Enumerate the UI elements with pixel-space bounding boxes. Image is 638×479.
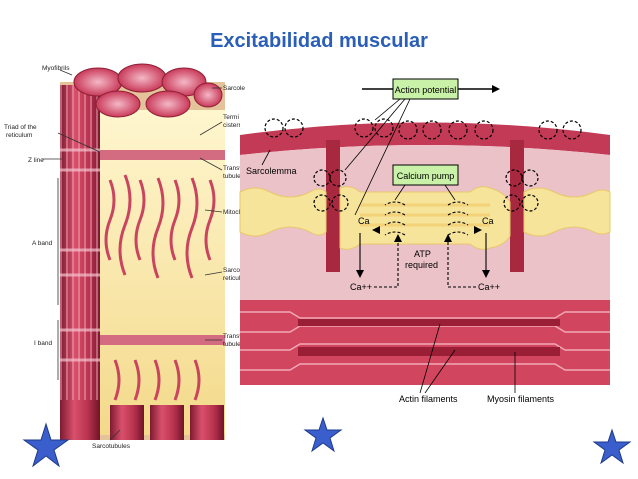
transverse-tubule-band xyxy=(100,335,225,345)
label-ttubule2-line2: tubule xyxy=(223,341,241,348)
star-icon xyxy=(22,422,70,468)
label-myosin-filaments: Myosin filaments xyxy=(487,394,555,404)
myosin-filament xyxy=(298,347,560,356)
label-action-potential: Action potential xyxy=(395,85,457,95)
action-potential-loops xyxy=(264,118,582,212)
label-atp: ATP xyxy=(414,249,431,259)
right-leader-lines xyxy=(199,87,223,341)
label-ca-left: Ca xyxy=(358,216,370,226)
label-a-band: A band xyxy=(32,240,53,247)
label-sarcolemma: Sarcolemma xyxy=(246,166,297,176)
label-ca-plus-right: Ca++ xyxy=(478,282,500,292)
label-calcium-pump: Calcium pump xyxy=(397,171,455,181)
label-atp-required: required xyxy=(405,260,438,270)
muscle-fiber-illustration xyxy=(60,63,225,440)
actin-filament xyxy=(298,319,560,326)
label-mitochondria: Mitoch xyxy=(223,209,243,216)
label-sarcolemma-partial: Sarcole xyxy=(223,85,245,92)
pump-arrows xyxy=(384,201,469,236)
star-icon xyxy=(303,416,343,453)
action-potential-indicator: Action potential xyxy=(344,78,500,216)
t-tubule-right xyxy=(510,140,524,272)
label-sarcotubules: Sarcotubules xyxy=(92,443,131,450)
calcium-pump-indicator: Calcium pump xyxy=(392,164,459,201)
label-sarcoplasmic-line1: Sarcop xyxy=(223,267,244,274)
label-terminal-line1: Termi xyxy=(223,114,239,121)
action-potential-box xyxy=(392,78,459,100)
label-ttubule1-line2: tubule xyxy=(223,173,241,180)
excitation-diagram xyxy=(239,100,611,385)
label-z-line: Z line xyxy=(28,157,44,164)
calcium-pump-box xyxy=(392,164,459,186)
label-ca-right: Ca xyxy=(482,216,494,226)
sarcoplasmic-reticulum xyxy=(100,110,225,435)
label-actin-filaments: Actin filaments xyxy=(399,394,458,404)
reticulum-network xyxy=(104,174,216,401)
label-ttubule1-line1: Transv xyxy=(223,165,243,172)
label-i-band: I band xyxy=(34,340,52,347)
slide-title: Excitabilidad muscular xyxy=(210,30,428,52)
label-sarcoplasmic-line2: reticul xyxy=(223,275,241,282)
star-icon xyxy=(592,428,632,465)
myofibril-region xyxy=(240,300,610,385)
label-myofibrils: Myofibrils xyxy=(42,65,70,72)
transverse-tubule-band xyxy=(100,150,225,160)
label-ttubule2-line1: Transv xyxy=(223,333,243,340)
calcium-release-arrows xyxy=(359,233,487,272)
left-leader-lines xyxy=(42,69,121,441)
sarcoplasmic-reticulum-diagram xyxy=(239,186,611,250)
label-terminal-line2: cistern xyxy=(223,122,243,129)
calcium-return-paths xyxy=(374,240,476,288)
label-triad-line1: Triad of the xyxy=(4,124,37,131)
myofibril-tops xyxy=(73,63,223,118)
label-triad-line2: reticulum xyxy=(6,132,32,139)
label-ca-plus-left: Ca++ xyxy=(350,282,372,292)
